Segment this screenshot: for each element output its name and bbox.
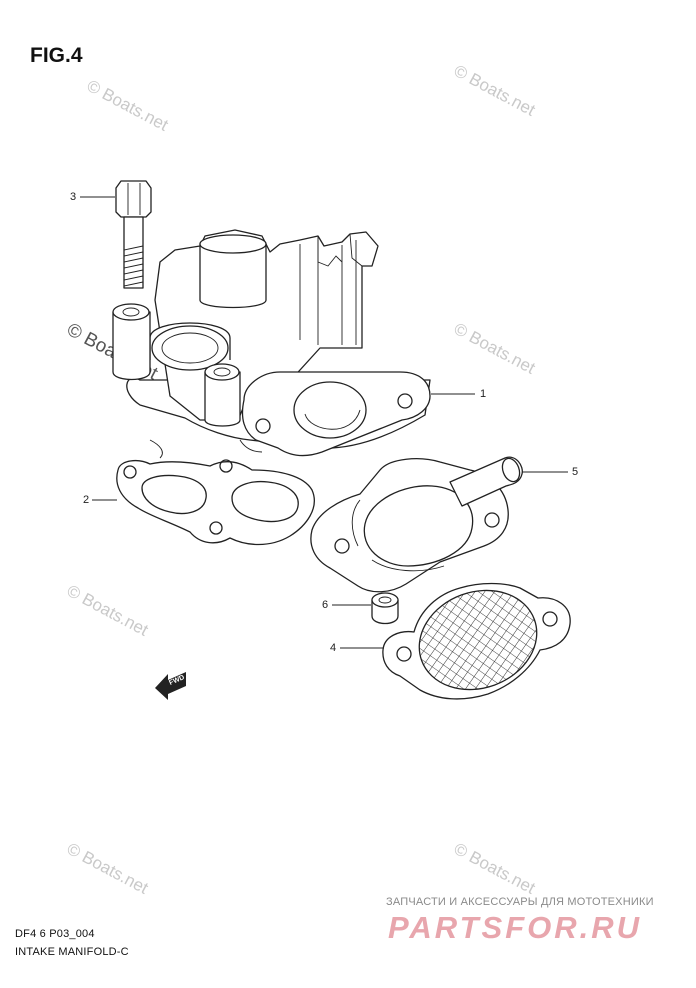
collar-part-6 — [371, 592, 399, 625]
bolt-part-3 — [115, 180, 152, 289]
callout-6: 6 — [322, 599, 329, 611]
callout-4: 4 — [330, 642, 337, 654]
intake-manifold-part-1 — [112, 229, 431, 457]
brand-tagline: ЗАПЧАСТИ И АКСЕССУАРЫ ДЛЯ МОТОТЕХНИКИ — [386, 896, 654, 908]
callout-5: 5 — [572, 466, 579, 478]
callout-1: 1 — [480, 388, 487, 400]
callout-3: 3 — [70, 191, 77, 203]
gasket-part-2 — [116, 439, 315, 546]
callout-2: 2 — [83, 494, 90, 506]
diagram-code: DF4 6 P03_004 — [15, 928, 95, 940]
figure-title: FIG.4 — [30, 44, 83, 67]
brand-logo[interactable]: PARTSFOR.RU — [388, 910, 643, 945]
section-name: INTAKE MANIFOLD-C — [15, 946, 129, 958]
screen-gasket-part-4 — [382, 582, 571, 700]
forward-direction-arrow — [155, 672, 186, 700]
adapter-flange-part-5 — [310, 456, 523, 593]
